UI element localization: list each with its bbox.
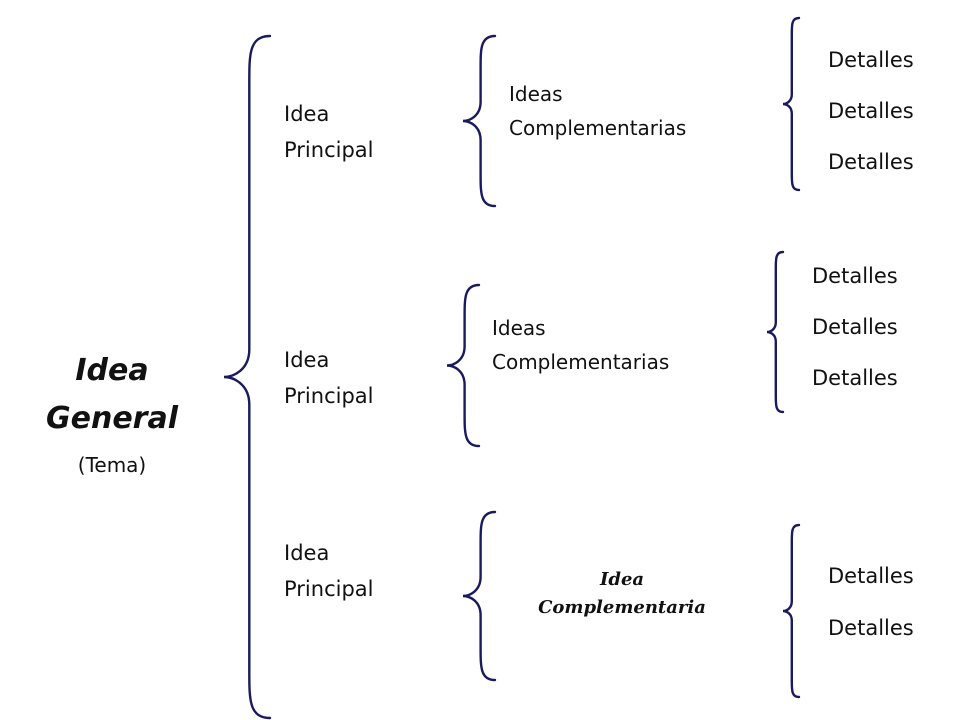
main-idea-3-line1: Idea bbox=[284, 541, 330, 565]
complement-brace-1 bbox=[462, 34, 497, 208]
details-brace-1 bbox=[782, 16, 801, 192]
main-brace bbox=[223, 34, 272, 720]
main-idea-3: Idea Principal bbox=[284, 535, 374, 607]
details-brace-2 bbox=[766, 250, 785, 414]
main-idea-1: Idea Principal bbox=[284, 96, 374, 168]
complement-brace-2 bbox=[446, 283, 481, 448]
general-idea-line1: Idea bbox=[75, 353, 149, 388]
complementary-ideas-2: Ideas Complementarias bbox=[492, 311, 669, 379]
detail-2-3: Detalles bbox=[812, 366, 898, 390]
complementary-ideas-2-line2: Complementarias bbox=[492, 350, 670, 374]
main-idea-2: Idea Principal bbox=[284, 342, 374, 414]
complementary-ideas-2-line1: Ideas bbox=[492, 316, 546, 340]
detail-1-2: Detalles bbox=[828, 99, 914, 123]
detail-3-2: Detalles bbox=[828, 616, 914, 640]
main-idea-2-line1: Idea bbox=[284, 348, 330, 372]
detail-1-1: Detalles bbox=[828, 48, 914, 72]
complementary-ideas-1: Ideas Complementarias bbox=[509, 77, 686, 145]
main-idea-3-line2: Principal bbox=[284, 577, 374, 601]
complementary-ideas-1-line1: Ideas bbox=[509, 82, 563, 106]
complementary-ideas-1-line2: Complementarias bbox=[509, 116, 687, 140]
detail-2-1: Detalles bbox=[812, 264, 898, 288]
complementary-idea-3-line2: Complementaria bbox=[538, 597, 706, 618]
details-brace-3 bbox=[782, 523, 801, 699]
general-idea-line2: General bbox=[46, 401, 178, 436]
detail-2-2: Detalles bbox=[812, 315, 898, 339]
main-idea-1-line1: Idea bbox=[284, 102, 330, 126]
complement-brace-3 bbox=[462, 510, 497, 682]
complementary-idea-3-line1: Idea bbox=[599, 569, 645, 590]
main-idea-2-line2: Principal bbox=[284, 384, 374, 408]
complementary-idea-3: Idea Complementaria bbox=[512, 566, 732, 622]
main-idea-1-line2: Principal bbox=[284, 138, 374, 162]
detail-1-3: Detalles bbox=[828, 150, 914, 174]
detail-3-1: Detalles bbox=[828, 564, 914, 588]
general-idea-subtitle: (Tema) bbox=[77, 453, 147, 477]
